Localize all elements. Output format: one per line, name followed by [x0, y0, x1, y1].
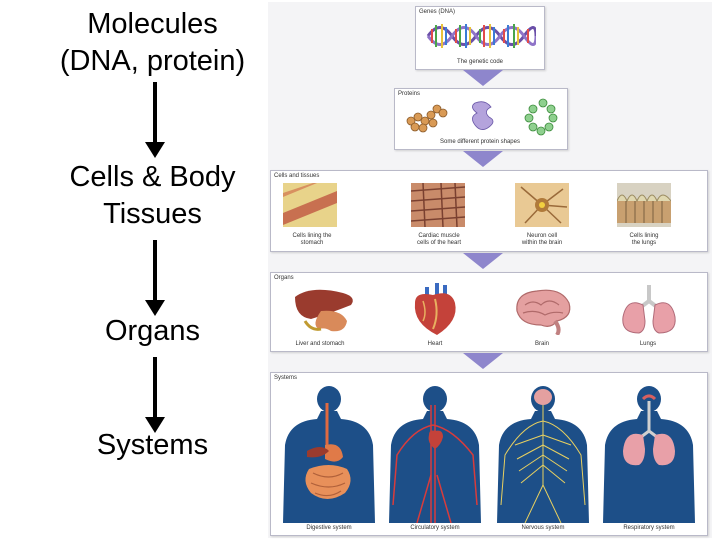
level-molecules-line1: Molecules — [87, 8, 218, 40]
level-molecules-label: Molecules (DNA, protein) — [30, 6, 275, 80]
level-cells-line1: Cells & Body — [69, 161, 236, 193]
arrow-down-1 — [145, 82, 165, 158]
chevron-down-icon — [463, 151, 503, 167]
level-molecules-line2: (DNA, protein) — [59, 45, 246, 77]
proteins-title: Proteins — [398, 91, 421, 97]
organ-caption-heart: Heart — [427, 341, 443, 347]
nervous-system-icon — [497, 386, 589, 523]
lung-lining-cells-icon — [617, 183, 671, 227]
organs-title: Organs — [274, 275, 294, 281]
chevron-down-icon — [463, 353, 503, 369]
systems-panel: Systems — [270, 372, 708, 536]
stomach-cells-icon — [283, 183, 337, 227]
lungs-icon — [622, 285, 676, 334]
digestive-system-icon — [283, 386, 375, 523]
protein-shapes-icon — [406, 98, 558, 136]
levels-figure: Genes (DNA) The genetic code Proteins — [268, 2, 712, 538]
liver-stomach-icon — [295, 289, 353, 332]
level-organs-label: Organs — [30, 313, 275, 350]
system-caption-circulatory: Circulatory system — [410, 525, 460, 531]
cardiac-muscle-icon — [411, 183, 465, 227]
dna-helix-icon — [426, 24, 536, 48]
genes-caption: The genetic code — [456, 59, 504, 65]
respiratory-system-icon — [603, 386, 695, 523]
system-caption-respiratory: Respiratory system — [623, 525, 675, 531]
level-organs-line1: Organs — [104, 315, 201, 347]
proteins-panel: Proteins Some different protein shapes — [394, 88, 568, 150]
heart-icon — [414, 283, 456, 335]
genes-title: Genes (DNA) — [419, 9, 456, 15]
system-caption-nervous: Nervous system — [521, 525, 565, 531]
level-systems-label: Systems — [30, 427, 275, 464]
brain-icon — [516, 289, 571, 335]
tissues-title: Cells and tissues — [274, 173, 320, 179]
systems-title: Systems — [274, 375, 298, 381]
chevron-down-icon — [463, 253, 503, 269]
level-cells-line2: Tissues — [103, 198, 202, 230]
level-systems-line1: Systems — [96, 429, 209, 461]
proteins-caption: Some different protein shapes — [440, 139, 520, 145]
arrow-down-2 — [145, 240, 165, 316]
organ-caption-lungs: Lungs — [639, 341, 657, 347]
organ-caption-liver: Liver and stomach — [295, 341, 345, 347]
neuron-cell-icon — [515, 183, 569, 227]
arrow-down-3 — [145, 357, 165, 433]
tissues-panel: Cells and tissues — [270, 170, 708, 252]
system-caption-digestive: Digestive system — [306, 525, 352, 531]
chevron-down-icon — [463, 70, 503, 86]
organ-caption-brain: Brain — [534, 341, 549, 347]
circulatory-system-icon — [389, 386, 481, 523]
organs-panel: Organs Liver and stomach Heart Brain Lun… — [270, 272, 708, 352]
level-cells-label: Cells & Body Tissues — [30, 159, 275, 233]
genes-panel: Genes (DNA) The genetic code — [415, 6, 545, 70]
